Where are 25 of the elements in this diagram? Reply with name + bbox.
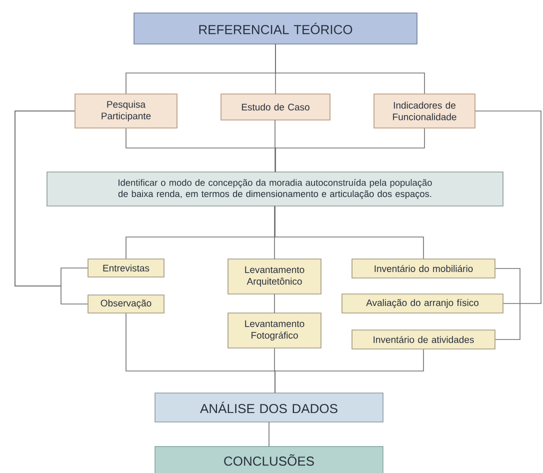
connector-line (275, 44, 425, 94)
method-box: Indicadores de Funcionalidade (374, 94, 476, 128)
stage-box: ANÁLISE DOS DADOS (154, 392, 384, 422)
technique-box: Levantamento Arquitetônico (228, 258, 322, 294)
objective-box: Identificar o modo de concepção da moradia autoconstruída pela população de baixa renda, em termos de dimensionamento e articulação dos espaços. (46, 172, 504, 206)
connector-line (274, 120, 276, 172)
method-box: Estudo de Caso (220, 94, 330, 120)
title-box: REFERENCIAL TEÓRICO (134, 12, 418, 44)
connector-line (274, 294, 275, 314)
technique-box: Levantamento Fotográfico (228, 312, 322, 348)
technique-box: Avaliação do arranjo físico (342, 294, 504, 314)
connector-line (495, 268, 520, 304)
connector-line (268, 422, 270, 447)
connector-line (274, 348, 424, 394)
technique-box: Inventário do mobiliário (352, 258, 496, 278)
technique-box: Entrevistas (88, 258, 164, 278)
method-box: Pesquisa Participante (74, 94, 178, 128)
technique-box: Observação (88, 294, 164, 314)
technique-box: Inventário de atividades (352, 330, 496, 350)
connector-line (475, 110, 542, 304)
connector-line (274, 206, 275, 260)
connector-line (274, 206, 424, 259)
stage-box: CONCLUSÕES (154, 446, 384, 473)
connector-line (495, 303, 520, 340)
connector-line (275, 128, 425, 172)
